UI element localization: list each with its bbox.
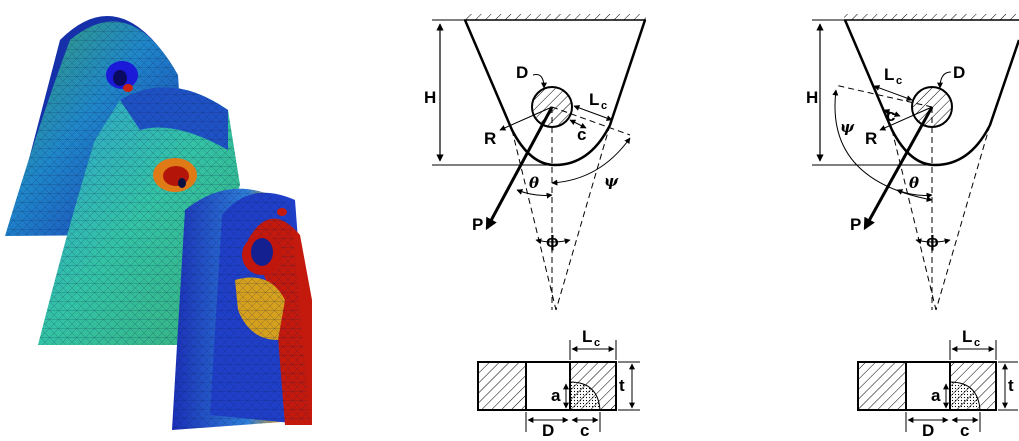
- theta-label: θ: [909, 174, 919, 192]
- hole-diameter-label: D: [516, 63, 528, 82]
- cross-section-left: L c t a D c: [477, 327, 640, 440]
- svg-text:c: c: [974, 337, 980, 349]
- dim-h-label: H: [806, 88, 818, 107]
- crack-length-label: c: [577, 125, 586, 144]
- thickness-label: t: [1008, 376, 1014, 395]
- thickness-label: t: [619, 376, 625, 395]
- fea-mesh-stress-plot: [5, 16, 312, 430]
- psi-label: ψ: [604, 172, 619, 190]
- svg-text:c: c: [594, 337, 600, 349]
- section-lc-label: L: [962, 327, 972, 346]
- load-label: P: [472, 215, 483, 234]
- svg-text:c: c: [601, 100, 607, 112]
- section-c-label: c: [580, 421, 589, 436]
- section-c-label: c: [960, 421, 969, 436]
- lug-diagram-left: H D L c c R P θ ψ ϕ: [424, 14, 647, 311]
- hole-diameter-label: D: [953, 63, 965, 82]
- load-arrow-right: [863, 106, 934, 231]
- lc-label: L: [589, 90, 599, 109]
- crack-length-label: c: [886, 106, 895, 125]
- crack-depth-label: a: [931, 386, 941, 405]
- theta-label: θ: [529, 174, 539, 192]
- psi-label: ψ: [840, 118, 855, 136]
- section-lc-label: L: [582, 327, 592, 346]
- svg-text:c: c: [896, 75, 902, 87]
- section-d-label: D: [542, 421, 554, 436]
- phi-label: ϕ: [926, 232, 939, 251]
- load-arrow-left: [485, 106, 554, 231]
- radius-label: R: [484, 129, 496, 148]
- phi-label: ϕ: [546, 232, 559, 251]
- dim-h-label: H: [424, 88, 436, 107]
- load-label: P: [850, 215, 861, 234]
- cross-section-right: L c t a D c: [857, 327, 1018, 440]
- radius-label: R: [865, 129, 877, 148]
- section-d-label: D: [922, 421, 934, 436]
- lc-label: L: [884, 65, 894, 84]
- fea-lug-front: [172, 188, 312, 430]
- fixed-support-left: [464, 14, 646, 21]
- lug-diagram-right: H D L c c R P θ ψ ϕ: [806, 14, 1019, 311]
- fixed-support-right: [844, 14, 1019, 21]
- crack-depth-label: a: [551, 386, 561, 405]
